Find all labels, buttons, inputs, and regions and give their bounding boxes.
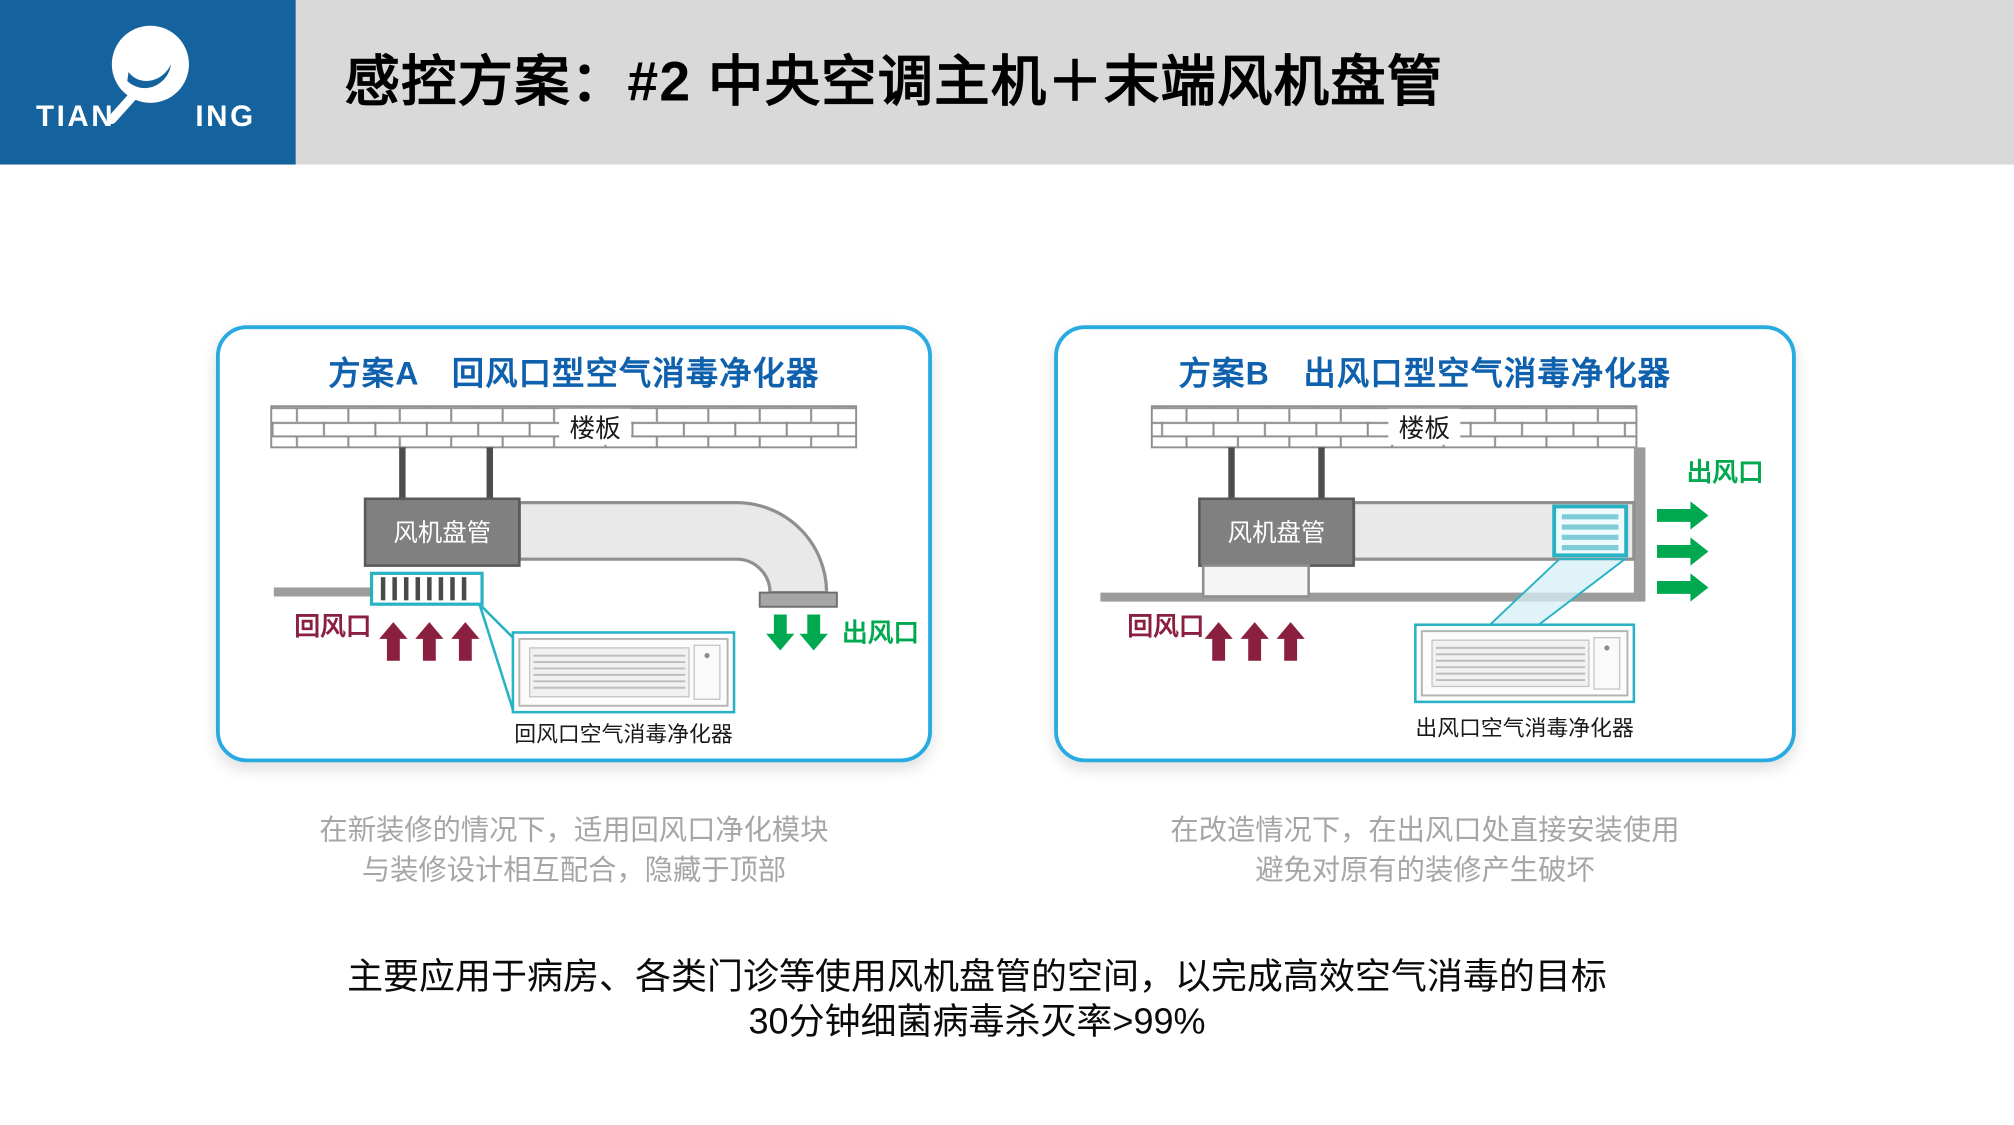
supply-air-arrows <box>1657 501 1709 602</box>
panel-plan-b: 方案B 出风口型空气消毒净化器 楼板 风机盘管 <box>1054 325 1796 763</box>
right-arrow-icon <box>1657 501 1709 530</box>
panel-b-title: 方案B 出风口型空气消毒净化器 <box>1178 356 1672 393</box>
down-arrow-icon <box>799 614 828 651</box>
panel-b-caption: 在改造情况下，在出风口处直接安装使用 避免对原有的装修产生破坏 <box>1054 810 1796 890</box>
return-air-label: 回风口 <box>1127 613 1204 641</box>
up-arrow-icon <box>1240 622 1269 661</box>
panel-b-diagram: 楼板 风机盘管 出风口 <box>1100 405 1764 740</box>
footer-line-1: 主要应用于病房、各类门诊等使用风机盘管的空间，以完成高效空气消毒的目标 <box>347 956 1607 997</box>
return-grille-slats <box>380 577 467 601</box>
return-air-arrows <box>1204 622 1305 661</box>
product-label: 回风口空气消毒净化器 <box>514 722 733 747</box>
panel-a-diagram: 楼板 风机盘管 回风口 <box>270 405 919 747</box>
caption-line: 与装修设计相互配合，隐藏于顶部 <box>361 853 787 886</box>
ceiling-line <box>273 587 372 597</box>
panel-a-title: 方案A 回风口型空气消毒净化器 <box>328 356 820 393</box>
fan-coil-label: 风机盘管 <box>1228 520 1326 547</box>
return-air-arrows <box>379 622 480 661</box>
down-arrow-icon <box>766 614 795 651</box>
panel-plan-a: 方案A 回风口型空气消毒净化器 楼板 风机盘管 <box>215 325 932 763</box>
right-arrow-icon <box>1657 573 1709 602</box>
right-arrow-icon <box>1657 537 1709 566</box>
purifier-product-image <box>1420 630 1629 697</box>
up-arrow-icon <box>415 622 444 661</box>
up-arrow-icon <box>379 622 408 661</box>
ceiling-line <box>1100 592 1646 602</box>
callout-line <box>478 603 514 639</box>
purifier-product-image <box>518 637 729 707</box>
product-label: 出风口空气消毒净化器 <box>1415 715 1634 740</box>
panel-a-caption: 在新装修的情况下，适用回风口净化模块 与装修设计相互配合，隐藏于顶部 <box>216 810 932 890</box>
caption-line: 在新装修的情况下，适用回风口净化模块 <box>319 813 829 846</box>
return-inlet-box <box>1201 564 1310 598</box>
logo-q-tail <box>107 90 139 125</box>
duct-outlet-flange <box>758 591 838 608</box>
outlet-grille-slats <box>1561 514 1619 551</box>
slab-label: 楼板 <box>1399 414 1450 443</box>
company-logo: TIAN ING <box>0 0 296 165</box>
callout-funnel <box>1487 558 1628 626</box>
company-logo-graphic: TIAN ING <box>36 25 255 133</box>
up-arrow-icon <box>451 622 480 661</box>
callout-line <box>478 603 515 710</box>
header-bar: TIAN ING 感控方案：#2 中央空调主机＋末端风机盘管 <box>0 0 2014 165</box>
up-arrow-icon <box>1276 622 1305 661</box>
logo-text-right: ING <box>195 100 255 133</box>
fan-coil-unit <box>363 497 521 567</box>
slab-label-bg <box>559 408 632 445</box>
caption-line: 在改造情况下，在出风口处直接安装使用 <box>1170 813 1680 846</box>
wall-line <box>1633 447 1646 597</box>
logo-bird-icon <box>127 64 171 89</box>
slab-label: 楼板 <box>569 414 620 443</box>
slab-label-bg <box>1388 408 1461 445</box>
return-air-label: 回风口 <box>294 613 371 641</box>
footer-text: 主要应用于病房、各类门诊等使用风机盘管的空间，以完成高效空气消毒的目标 30分钟… <box>0 954 1954 1044</box>
caption-line: 避免对原有的装修产生破坏 <box>1255 853 1595 886</box>
supply-air-arrows <box>766 614 828 651</box>
supply-air-label: 出风口 <box>1687 458 1764 487</box>
slide-title: 感控方案：#2 中央空调主机＋末端风机盘管 <box>344 51 1444 114</box>
supply-duct <box>517 501 829 595</box>
logo-circle <box>111 25 189 103</box>
footer-line-2: 30分钟细菌病毒杀灭率>99% <box>748 1001 1206 1042</box>
up-arrow-icon <box>1204 622 1233 661</box>
supply-air-label: 出风口 <box>842 618 919 647</box>
fan-coil-label: 风机盘管 <box>393 520 491 547</box>
logo-text-left: TIAN <box>36 100 115 133</box>
